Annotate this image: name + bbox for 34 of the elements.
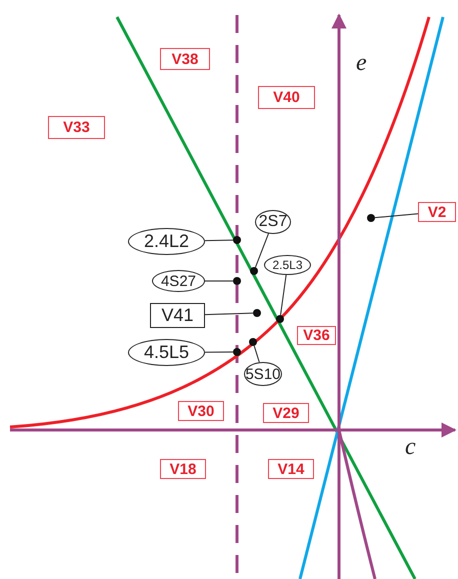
region-label: V29	[263, 403, 309, 423]
axis-label: e	[356, 50, 367, 77]
leader-line	[204, 240, 234, 242]
point-marker	[233, 348, 241, 356]
leader-line	[374, 213, 418, 218]
region-label: V18	[160, 459, 206, 479]
region-label: V36	[297, 326, 336, 345]
point-marker	[233, 277, 241, 285]
axis-label: c	[405, 434, 416, 461]
leader-line	[280, 274, 287, 316]
point-marker	[249, 338, 257, 346]
point-marker	[367, 214, 375, 222]
point-marker	[276, 315, 284, 323]
leader-line	[204, 312, 254, 316]
leader-line	[204, 352, 234, 353]
region-label: V33	[48, 116, 105, 139]
region-label: V30	[178, 401, 224, 421]
leader-line	[254, 345, 260, 363]
point-label: 4.5L5	[128, 339, 205, 366]
point-marker	[253, 309, 261, 317]
region-label: V14	[268, 459, 314, 479]
point-label: 2S7	[255, 210, 291, 234]
leader-line	[204, 280, 234, 282]
region-label: V2	[418, 202, 456, 222]
point-label: 4S27	[152, 270, 205, 292]
point-marker	[233, 236, 241, 244]
point-label: 2.5L3	[264, 255, 311, 275]
point-label: V41	[150, 303, 205, 328]
region-label: V40	[258, 86, 315, 109]
point-marker	[250, 267, 258, 275]
point-label: 2.4L2	[128, 228, 205, 255]
leader-line	[254, 233, 269, 268]
region-label: V38	[160, 48, 210, 70]
point-label: 5S10	[244, 362, 282, 386]
